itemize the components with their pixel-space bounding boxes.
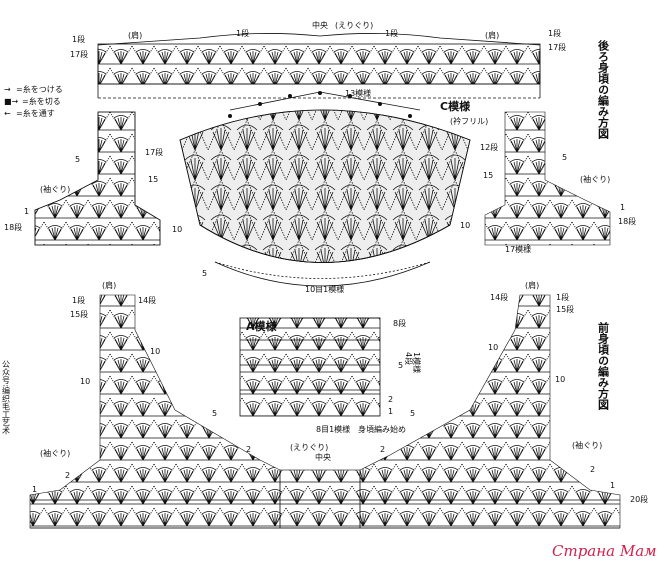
front-right-piece	[359, 294, 621, 529]
front-row15-left: 15段	[70, 309, 88, 319]
c-bottom-count: 10目1模様	[305, 284, 344, 294]
back-side1-left: 1	[24, 207, 29, 216]
back-pattern-count-top: 13模様	[345, 88, 371, 98]
c-row10-right: 10	[460, 221, 470, 230]
back-row17-left: 17段	[70, 49, 88, 59]
front-row2-left: 2	[65, 471, 70, 480]
front-row2-center-right: 2	[380, 445, 385, 454]
a-bottom-note: 身頃編み始め	[358, 424, 406, 434]
side-watermark: 公众号:编织毛工艺术	[2, 360, 11, 436]
back-row18-left: 18段	[4, 222, 22, 232]
back-row1-center2: 1段	[385, 28, 398, 38]
c-row17-left: 17段	[145, 147, 163, 157]
back-row1-left: 1段	[72, 34, 85, 44]
back-armhole-left: (袖ぐり)	[40, 184, 70, 194]
a-row5: 5	[398, 361, 403, 370]
back-row1-right: 1段	[548, 28, 561, 38]
back-neckline-label: (えりぐり)	[335, 21, 373, 30]
c-row10-left: 10	[172, 225, 182, 234]
legend: → =糸をつける ■→ =糸を切る ← =糸を通す	[4, 84, 63, 118]
back-row1-center: 1段	[236, 28, 249, 38]
c-row15-right: 15	[483, 171, 493, 180]
front-armhole-left: (袖ぐり)	[40, 448, 70, 458]
front-row14-right: 14段	[490, 292, 508, 302]
front-row2-center-left: 2	[246, 445, 251, 454]
front-row10-left2: 10	[80, 377, 90, 386]
front-shoulder-left: (肩)	[102, 280, 116, 290]
front-row2-right: 2	[590, 465, 595, 474]
c-row15-left: 15	[148, 175, 158, 184]
a-pattern-swatch	[239, 317, 381, 417]
front-row1-right: 1段	[556, 292, 569, 302]
front-shoulder-right: (肩)	[525, 280, 539, 290]
a-row1: 1	[388, 407, 393, 416]
legend-pass-text: =糸を通す	[16, 108, 55, 118]
front-title: 前身頃の編み方図	[597, 321, 610, 411]
back-shoulder-right-label: (肩)	[485, 30, 499, 40]
front-row5-right: 5	[410, 409, 415, 418]
c-pattern-frill	[179, 91, 471, 287]
front-title-vertical: 前身頃の編み方図	[597, 321, 610, 411]
back-top-band	[97, 33, 541, 99]
front-center-label: 中央	[315, 452, 331, 462]
front-row1-left: 1段	[72, 295, 85, 305]
legend-pass-symbol: ←	[4, 109, 11, 118]
back-title-vertical: 後ろ身頃の編み方図	[597, 39, 610, 140]
back-shoulder-left-label: (肩)	[128, 30, 142, 40]
back-row17-right: 17段	[548, 42, 566, 52]
front-row10-left1: 10	[150, 347, 160, 356]
back-armhole-right: (袖ぐり)	[580, 174, 610, 184]
c-row12-right: 12段	[480, 142, 498, 152]
site-watermark: Страна Мам	[552, 542, 657, 560]
a-bottom-count: 8目1模様	[316, 424, 350, 434]
back-side5-left: 5	[75, 155, 80, 164]
a-pattern-title: A模様	[246, 319, 278, 333]
legend-cut-text: =糸を切る	[22, 96, 61, 106]
a-row2: 2	[388, 395, 393, 404]
front-row14-left: 14段	[138, 295, 156, 305]
c-pattern-subtitle: (衿フリル)	[450, 116, 488, 126]
front-row15-right: 15段	[556, 304, 574, 314]
front-row1-right-small: 1	[610, 481, 615, 490]
back-pattern-count-right: 17模様	[505, 244, 531, 254]
back-right-piece	[484, 111, 611, 246]
legend-cut-symbol: ■→	[4, 97, 19, 106]
legend-attach-text: =糸をつける	[16, 84, 63, 94]
back-side1-right: 1	[620, 203, 625, 212]
front-row20-right: 20段	[630, 494, 648, 504]
back-left-piece	[34, 111, 161, 246]
front-row5-left: 5	[212, 409, 217, 418]
back-center-label: 中央	[312, 20, 328, 30]
a-1pattern-vertical: 1模様	[412, 352, 422, 373]
front-bottom-band	[30, 469, 620, 529]
front-row10-right2: 10	[555, 375, 565, 384]
a-row8: 8段	[393, 318, 406, 328]
front-row1-left-small: 1	[32, 485, 37, 494]
front-row10-right1: 10	[488, 343, 498, 352]
front-armhole-right: (袖ぐり)	[572, 440, 602, 450]
back-side5-right: 5	[562, 153, 567, 162]
front-neckline-label: (えりぐり)	[290, 443, 328, 452]
a-row4-vertical: 4段	[404, 352, 414, 365]
c-pattern-title: C模様	[440, 99, 471, 113]
legend-attach-symbol: →	[4, 85, 11, 94]
c-row5-left: 5	[202, 269, 207, 278]
back-title: 後ろ身頃の編み方図	[597, 39, 610, 140]
back-row18-right: 18段	[618, 216, 636, 226]
